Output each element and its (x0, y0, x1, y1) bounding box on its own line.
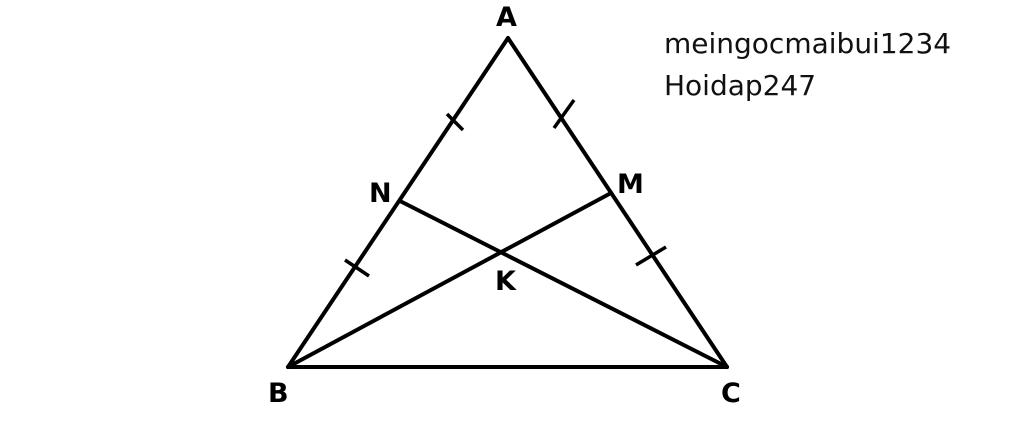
vertex-label-a: A (496, 2, 517, 33)
side-ab (286, 36, 510, 369)
point-label-n: N (369, 178, 392, 209)
tick-mark-an (445, 112, 465, 132)
segment-bm (286, 191, 613, 369)
point-label-k: K (495, 266, 517, 297)
point-label-m: M (617, 169, 644, 200)
tick-mark-mc (635, 245, 667, 267)
side-ac (506, 36, 729, 369)
caption-site: Hoidap247 (664, 69, 817, 102)
tick-mark-nb (344, 258, 370, 278)
vertex-label-c: C (721, 378, 741, 409)
caption-username: meingocmaibui1234 (664, 27, 952, 60)
segment-cn (398, 199, 729, 369)
vertex-label-b: B (268, 378, 289, 409)
tick-mark-am (552, 98, 576, 130)
